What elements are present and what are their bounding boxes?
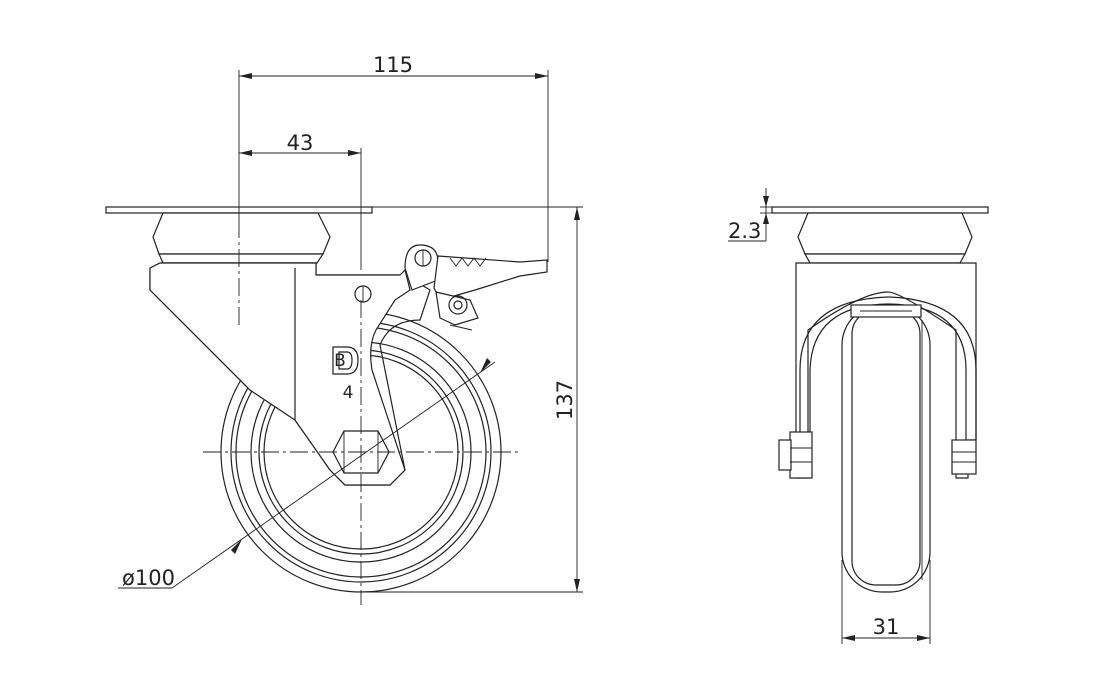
- brand-logo: B: [332, 346, 359, 375]
- size-code-label: 4: [343, 383, 354, 403]
- dimension-offset-label: 43: [287, 131, 314, 155]
- front-axle-nut-left: [789, 431, 813, 479]
- dimension-offset: 43: [239, 131, 362, 270]
- dimension-overall-width: 115: [238, 53, 549, 262]
- front-top-plate: [771, 206, 989, 214]
- dimension-plate-thickness-label: 2.3: [728, 219, 761, 243]
- swivel-bearing-upper: [152, 212, 331, 255]
- dimension-wheel-diameter: ø100: [118, 358, 496, 590]
- brand-logo-letter: B: [334, 351, 346, 371]
- front-axle-nut-right: [951, 439, 977, 475]
- dimension-wheel-width: 31: [841, 560, 931, 644]
- dimension-height-label: 137: [553, 380, 577, 420]
- dimension-overall-width-label: 115: [373, 53, 413, 77]
- brake-lever: [404, 244, 548, 331]
- dimension-height: 137: [361, 206, 583, 593]
- dimension-plate-thickness: 2.3: [728, 188, 772, 243]
- front-wheel: [841, 304, 931, 593]
- dimension-wheel-diameter-label: ø100: [122, 566, 175, 590]
- side-view: B 4 115: [105, 53, 583, 605]
- swivel-bearing-lower: [158, 253, 325, 264]
- front-view: 2.3 31: [728, 188, 989, 644]
- dimension-wheel-width-label: 31: [873, 615, 900, 639]
